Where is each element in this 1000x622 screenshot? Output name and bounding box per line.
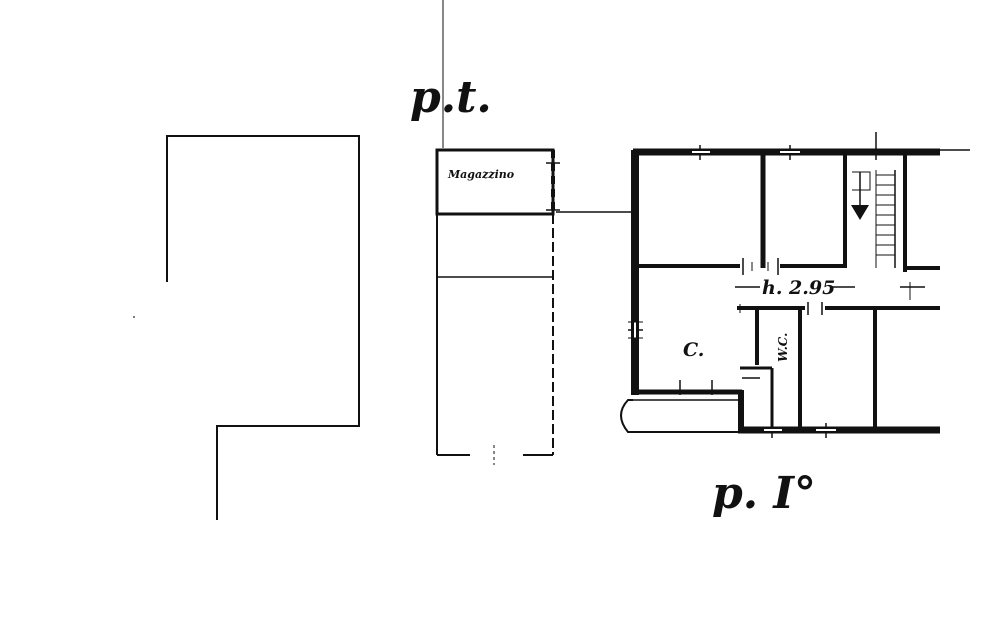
plot-outline	[166, 135, 360, 520]
first-floor-plan	[620, 132, 970, 438]
storage-room-label: Magazzino	[447, 168, 514, 181]
storage-room-outline	[435, 148, 555, 216]
staircase	[851, 170, 896, 268]
kitchen-label: C.	[683, 339, 704, 361]
ceiling-height-label: h. 2.95	[762, 277, 835, 299]
stair-arrow-icon	[851, 205, 869, 220]
ground-floor-label: p.t.	[410, 72, 492, 123]
ground-floor-plan	[435, 148, 632, 465]
first-floor-label: p. I°	[712, 468, 816, 519]
toilet-label: W.C.	[776, 333, 790, 362]
stray-mark	[133, 316, 135, 318]
